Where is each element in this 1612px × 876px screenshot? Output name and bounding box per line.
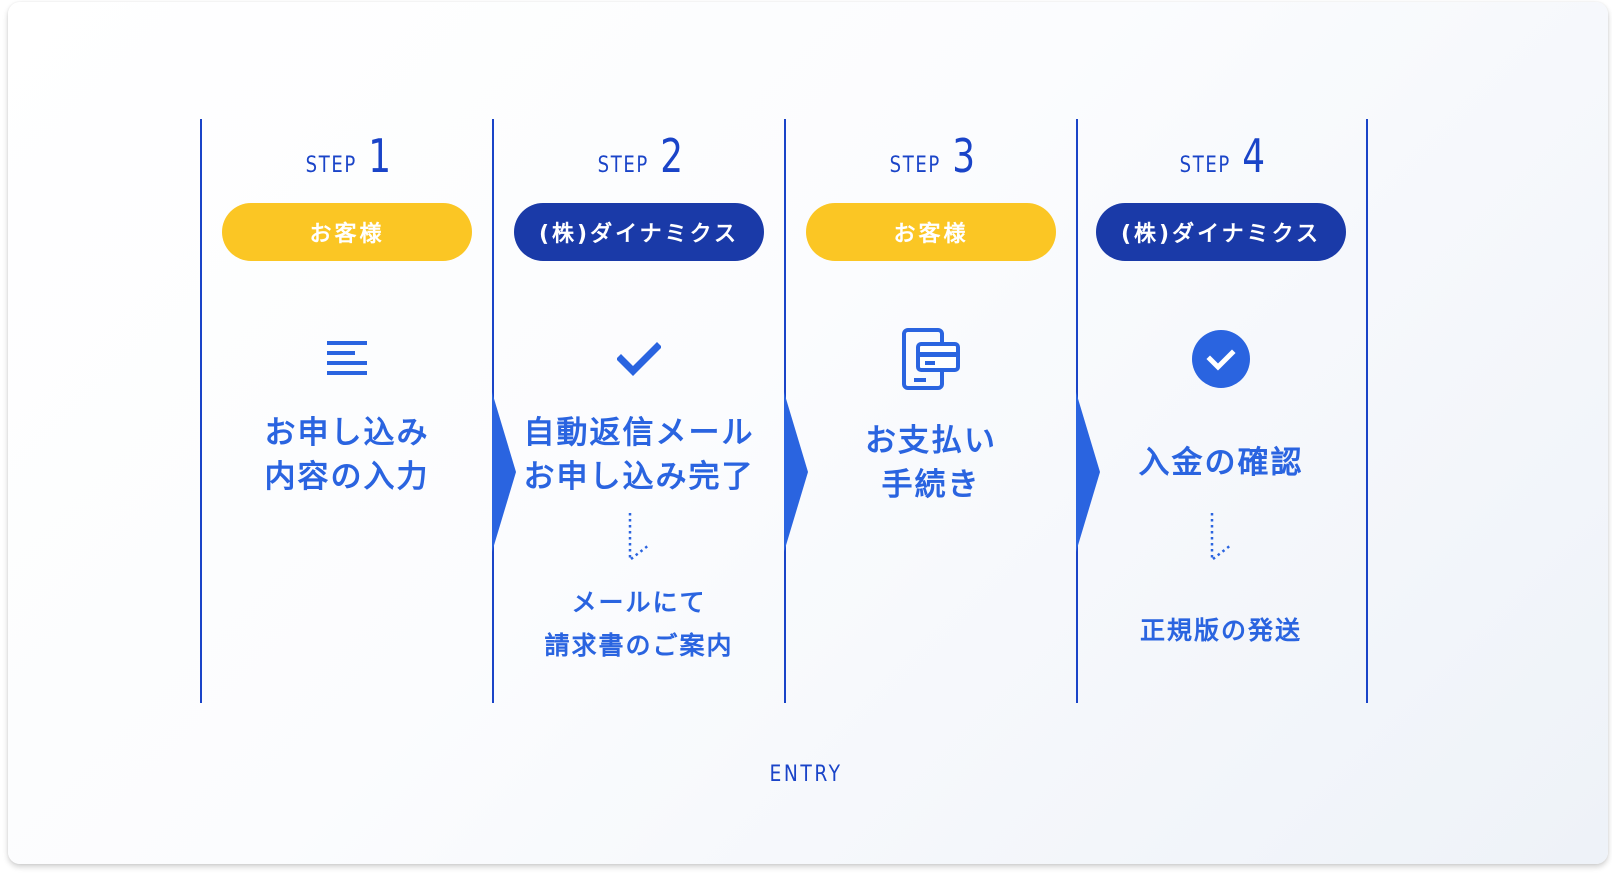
chevron-right-icon <box>1076 392 1100 552</box>
step-number: 2 <box>659 129 683 183</box>
dotted-down-arrow-icon <box>1210 513 1232 560</box>
step-heading: STEP 2 <box>489 133 789 179</box>
step-result: 正規版の発送 <box>1071 609 1371 652</box>
steps-card <box>8 2 1608 864</box>
actor-badge-company: (株)ダイナミクス <box>514 203 764 261</box>
step-title: お申し込み 内容の入力 <box>197 411 497 499</box>
entry-link[interactable]: ENTRY <box>0 762 1612 787</box>
entry-label[interactable]: ENTRY <box>769 762 843 787</box>
step-heading: STEP 3 <box>781 133 1081 179</box>
document-lines-icon <box>307 319 387 399</box>
step-result-line: 正規版の発送 <box>1139 616 1302 645</box>
step-heading: STEP 1 <box>197 133 497 179</box>
check-circle-icon <box>1181 319 1261 399</box>
step-title-line: 入金の確認 <box>1138 445 1304 481</box>
actor-badge-company: (株)ダイナミクス <box>1096 203 1346 261</box>
step-2-column: STEP 2 (株)ダイナミクス 自動返信メール お申し込み完了 メールにて 請… <box>489 119 789 703</box>
step-result-line: メールにて <box>571 588 707 617</box>
step-number: 4 <box>1241 129 1265 183</box>
mobile-card-payment-icon <box>891 319 971 399</box>
dotted-down-arrow-icon <box>628 513 650 560</box>
column-divider <box>200 119 202 703</box>
step-title-line: 内容の入力 <box>264 459 430 495</box>
column-divider <box>1366 119 1368 703</box>
step-title: 自動返信メール お申し込み完了 <box>489 411 789 499</box>
step-title: 入金の確認 <box>1071 441 1371 485</box>
step-label: STEP <box>1179 153 1232 178</box>
actor-badge-customer: お客様 <box>806 203 1056 261</box>
step-number: 1 <box>367 129 391 183</box>
step-heading: STEP 4 <box>1071 133 1371 179</box>
chevron-right-icon <box>492 392 516 552</box>
actor-badge-customer: お客様 <box>222 203 472 261</box>
chevron-right-icon <box>784 392 808 552</box>
checkmark-icon <box>599 319 679 399</box>
step-title-line: 手続き <box>881 467 981 503</box>
step-label: STEP <box>305 153 358 178</box>
step-label: STEP <box>597 153 650 178</box>
step-number: 3 <box>951 129 975 183</box>
step-title-line: お申し込み完了 <box>523 459 755 495</box>
step-title-line: お支払い <box>865 423 997 459</box>
step-label: STEP <box>889 153 942 178</box>
step-title: お支払い 手続き <box>781 419 1081 507</box>
step-result: メールにて 請求書のご案内 <box>489 581 789 667</box>
step-result-line: 請求書のご案内 <box>544 631 734 660</box>
step-title-line: お申し込み <box>264 415 430 451</box>
step-1-column: STEP 1 お客様 お申し込み 内容の入力 <box>197 119 497 703</box>
step-4-column: STEP 4 (株)ダイナミクス 入金の確認 正規版の発送 <box>1071 119 1371 703</box>
step-3-column: STEP 3 お客様 お支払い 手続き <box>781 119 1081 703</box>
step-title-line: 自動返信メール <box>523 415 755 451</box>
